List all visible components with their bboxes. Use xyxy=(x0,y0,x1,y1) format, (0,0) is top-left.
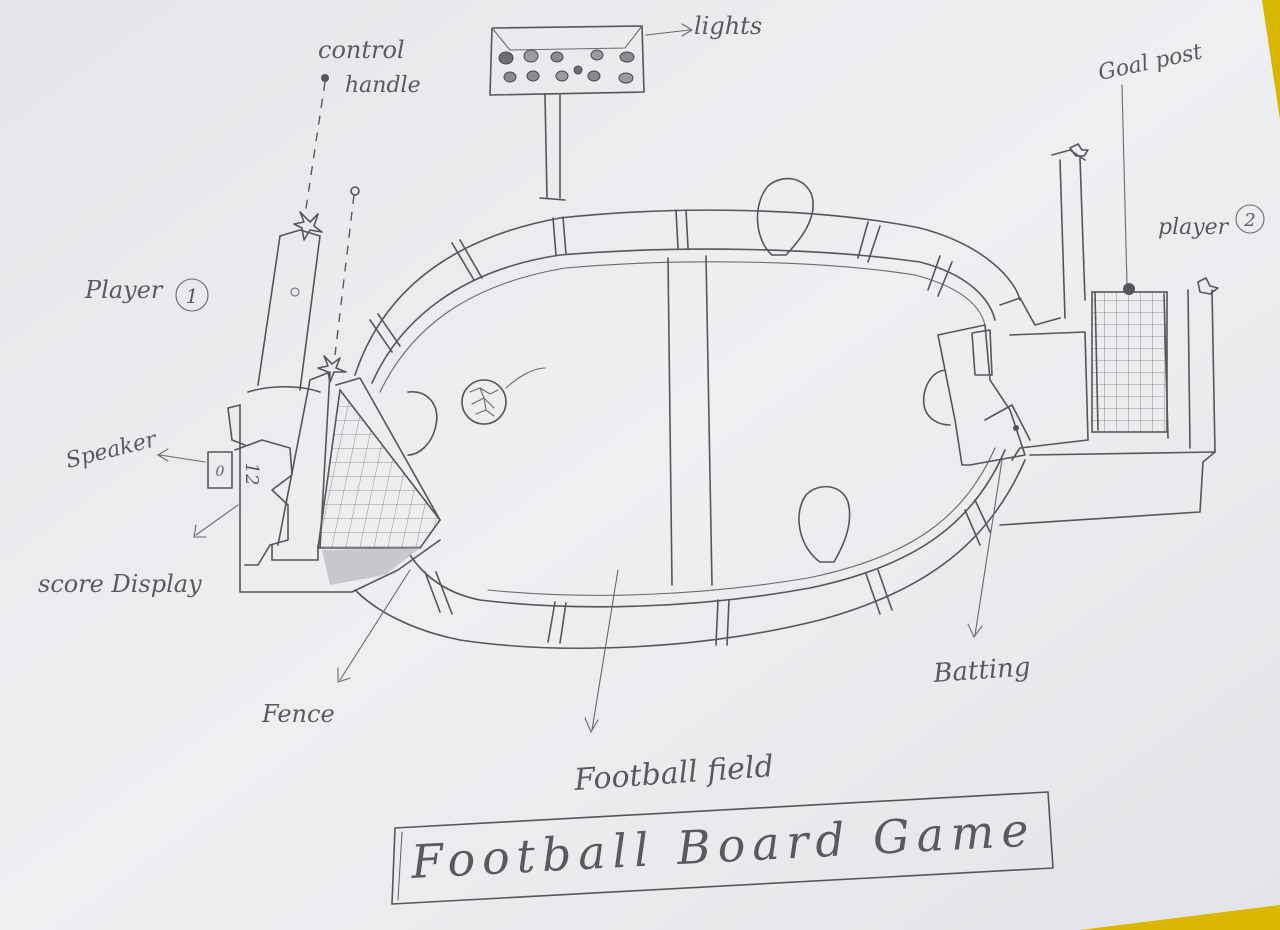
score-right-value: 12 xyxy=(241,463,262,486)
label-lights: lights xyxy=(694,12,762,40)
label-fence: Fence xyxy=(261,700,335,728)
label-player-1-number: 1 xyxy=(186,284,199,308)
label-player-2-number: 2 xyxy=(1243,210,1255,231)
label-control-handle-2: handle xyxy=(345,73,421,98)
label-control-handle-1: control xyxy=(318,36,405,64)
score-left-value: 0 xyxy=(216,464,225,480)
label-player-1: Player xyxy=(84,276,164,304)
label-score-display: score Display xyxy=(38,570,202,598)
label-player-2: player xyxy=(1158,215,1230,240)
